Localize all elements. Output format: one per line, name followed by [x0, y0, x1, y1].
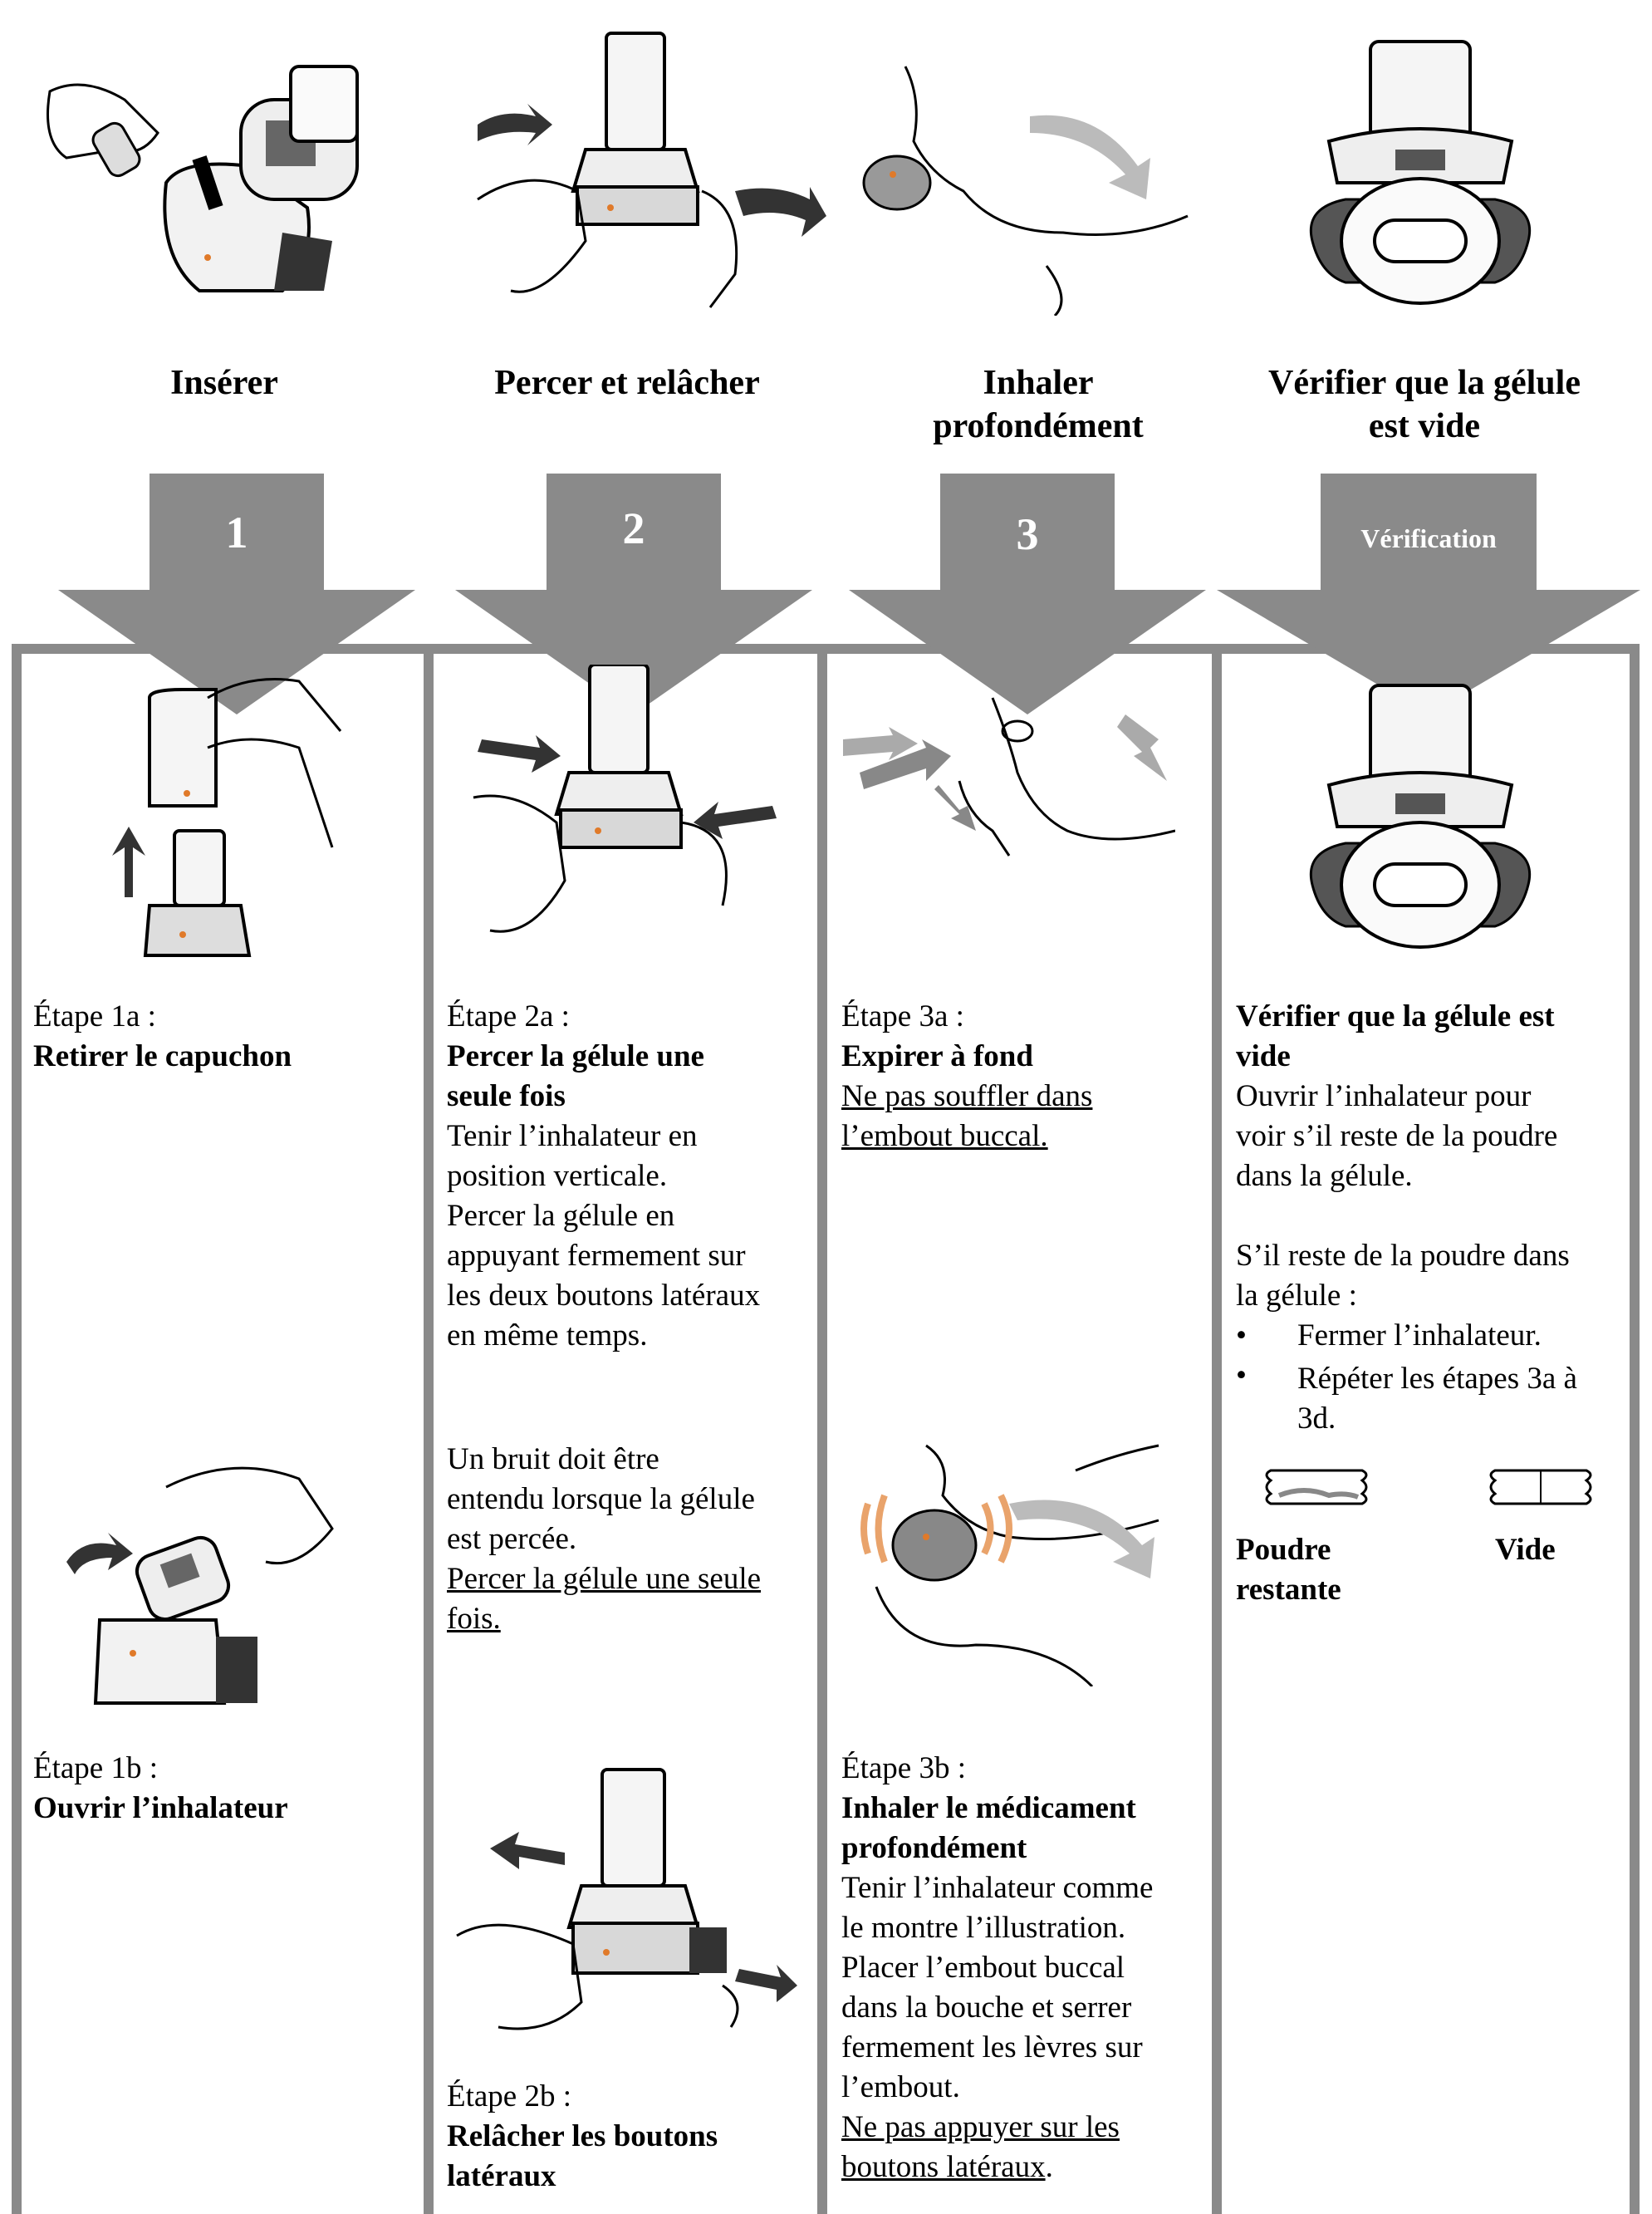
pierce-capsule-illustration	[473, 665, 777, 933]
step-1a-title: Retirer le capuchon	[33, 1039, 292, 1073]
remove-cap-illustration	[112, 678, 342, 957]
step-number-1: 1	[225, 508, 248, 557]
step-arrow-2	[455, 474, 812, 714]
step-2b-number: Étape 2b :	[447, 2079, 572, 2113]
inhale-illustration	[862, 66, 1189, 316]
heading-insert: Insérer	[170, 364, 278, 402]
check-capsule-illustration	[1309, 40, 1532, 305]
open-check-illustration	[1309, 684, 1532, 949]
heading-check-empty: Vérifier que la gélule est vide	[1268, 364, 1581, 445]
step-1b: Étape 1b : Ouvrir l’inhalateur	[33, 1749, 415, 1829]
bullet-repeat-steps: Répéter les étapes 3a à 3d.	[1236, 1356, 1626, 1439]
heading-inhale: Inhaler profondément	[933, 364, 1144, 445]
bullet-close-inhaler: Fermer l’inhalateur.	[1236, 1316, 1626, 1356]
step-number-2: 2	[622, 503, 645, 553]
release-buttons-illustration	[456, 1768, 797, 2030]
step-3b: Étape 3b : Inhaler le médicament profond…	[841, 1749, 1207, 2187]
step-number-3: 3	[1016, 509, 1039, 559]
step-3b-number: Étape 3b :	[841, 1751, 967, 1785]
step-arrow-1	[58, 474, 415, 714]
step-3a: Étape 3a : Expirer à fond Ne pas souffle…	[841, 997, 1207, 1156]
column-divider-1	[424, 644, 434, 2214]
step-2a-title: Percer la gélule une	[447, 1039, 704, 1073]
label-empty: Vide	[1495, 1533, 1556, 1567]
step-3a-number: Étape 3a :	[841, 999, 964, 1033]
capsule-powder-icon	[1265, 1469, 1368, 1505]
heading-pierce-release: Percer et relâcher	[494, 364, 760, 402]
step-1a: Étape 1a : Retirer le capuchon	[33, 997, 415, 1077]
step-3b-title: Inhaler le médicament	[841, 1791, 1136, 1825]
no-blow-warning: Ne pas souffler dans	[841, 1079, 1093, 1113]
label-remaining-powder: Poudre restante	[1236, 1533, 1341, 1607]
step-arrow-3	[849, 474, 1206, 714]
step-1a-number: Étape 1a :	[33, 999, 156, 1033]
step-2a-number: Étape 2a :	[447, 999, 570, 1033]
steps-frame	[12, 644, 1640, 2214]
check-empty-step: Vérifier que la gélule est vide Ouvrir l…	[1236, 997, 1626, 1439]
step-2b: Étape 2b : Relâcher les boutons latéraux	[447, 2077, 812, 2197]
open-inhaler-illustration	[66, 1466, 334, 1705]
no-press-warning: Ne pas appuyer sur les	[841, 2110, 1120, 2144]
inhale-deeply-illustration	[860, 1444, 1159, 1686]
check-empty-title: Vérifier que la gélule est	[1236, 999, 1555, 1033]
column-divider-2	[817, 644, 827, 2214]
step-label-verification: Vérification	[1360, 523, 1497, 553]
step-2b-title: Relâcher les boutons	[447, 2119, 718, 2153]
pierce-once-warning: Percer la gélule une seule	[447, 1562, 762, 1596]
pierce-release-illustration	[477, 32, 826, 308]
exhale-illustration	[843, 697, 1175, 857]
step-2a-note: Un bruit doit être entendu lorsque la gé…	[447, 1440, 812, 1639]
capsule-empty-icon	[1489, 1469, 1592, 1505]
step-arrow-verification	[1217, 474, 1640, 714]
insert-capsule-illustration	[47, 65, 359, 292]
remaining-powder-actions: Fermer l’inhalateur. Répéter les étapes …	[1236, 1316, 1626, 1439]
step-3a-title: Expirer à fond	[841, 1039, 1033, 1073]
column-divider-3	[1212, 644, 1222, 2214]
step-2a: Étape 2a : Percer la gélule une seule fo…	[447, 997, 812, 1356]
step-1b-title: Ouvrir l’inhalateur	[33, 1791, 288, 1825]
step-1b-number: Étape 1b :	[33, 1751, 159, 1785]
